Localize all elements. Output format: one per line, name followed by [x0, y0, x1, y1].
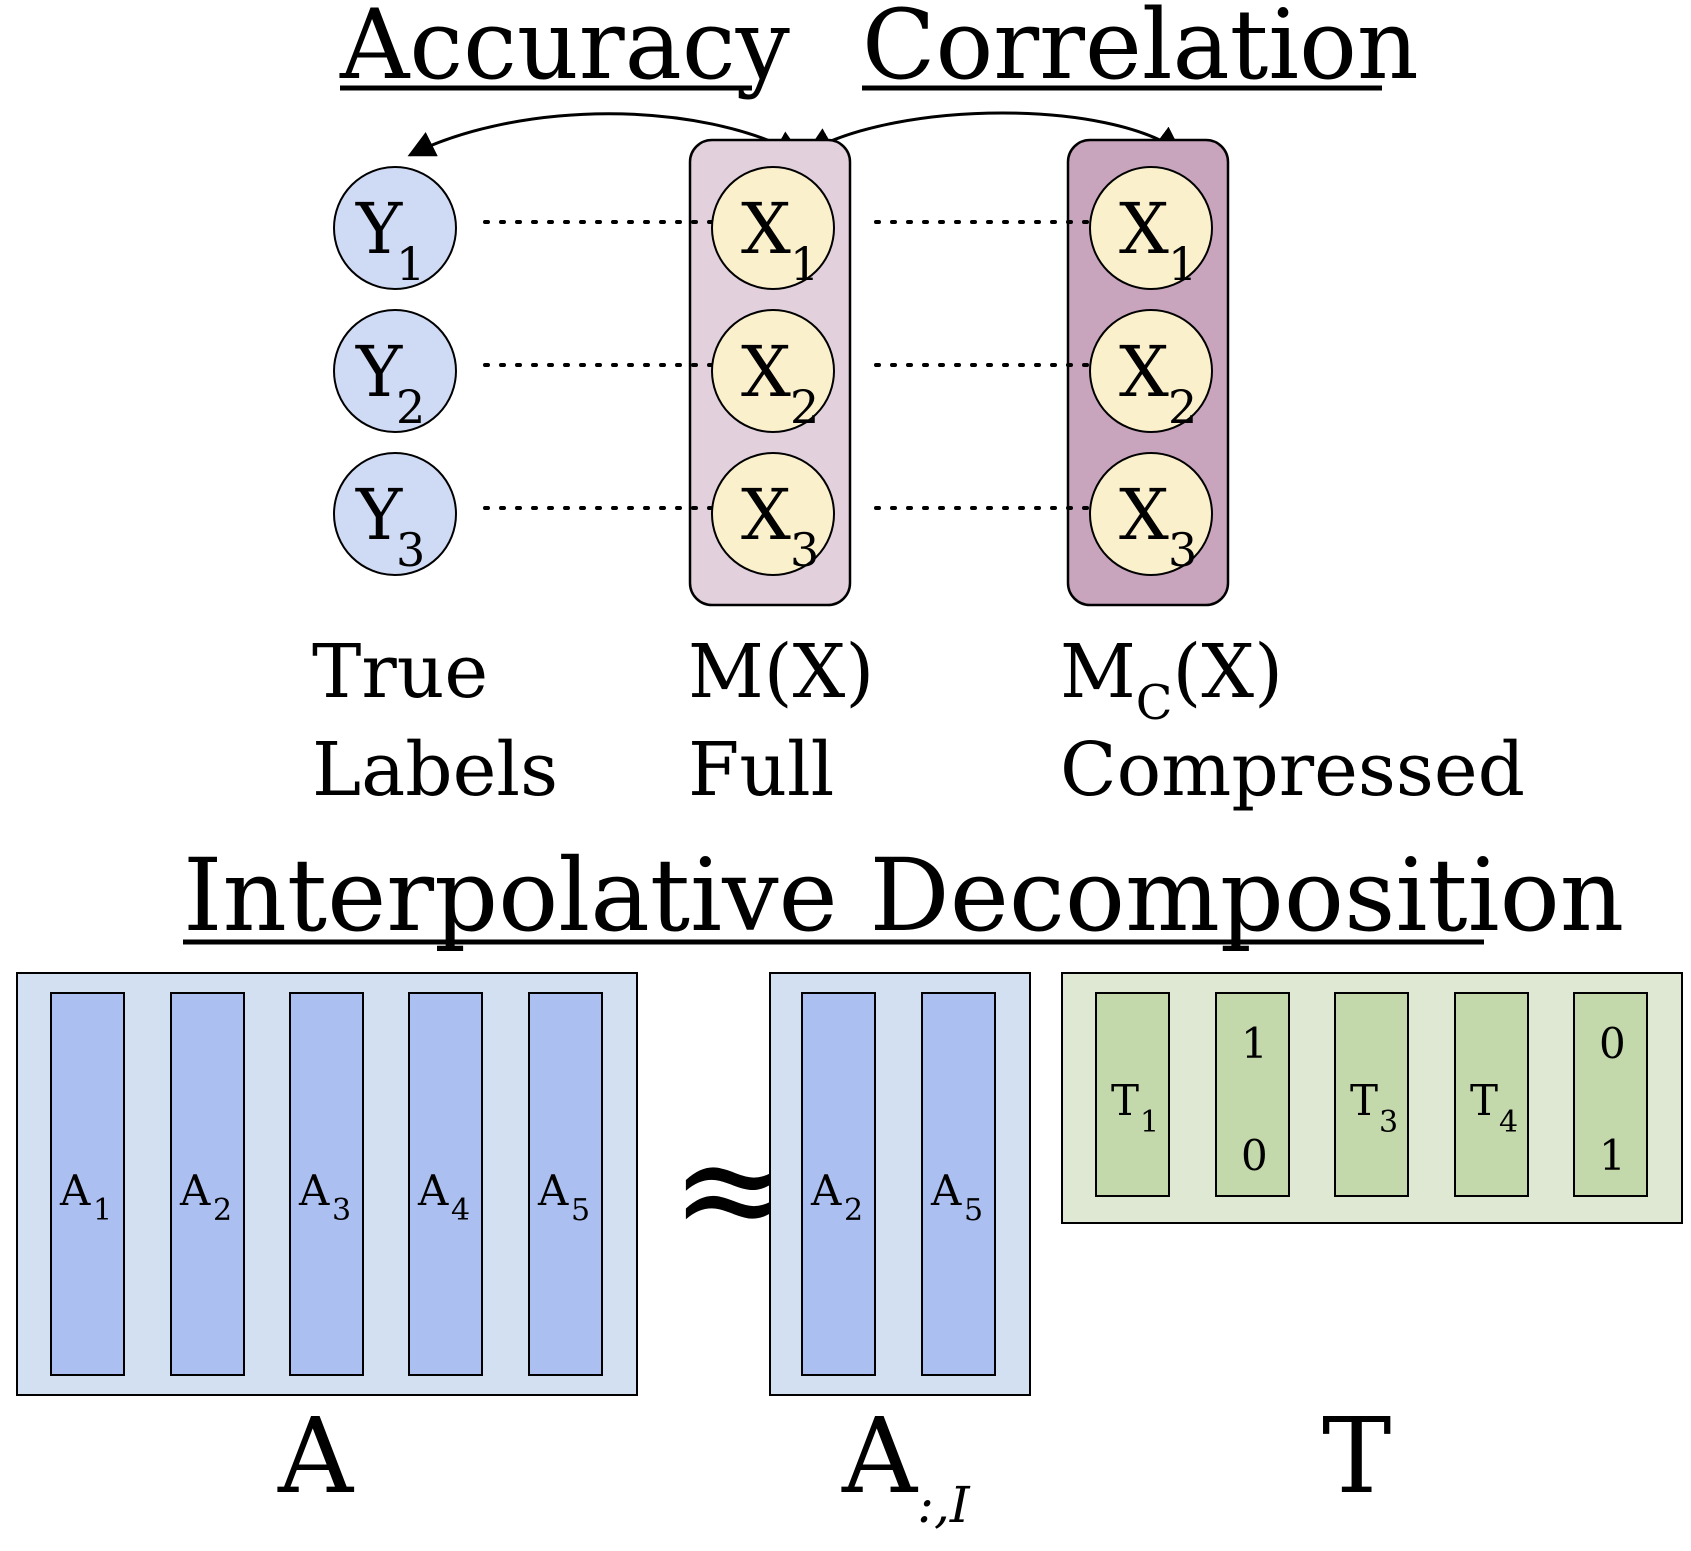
caption-true: True	[312, 629, 488, 715]
accuracy-arrow	[407, 112, 803, 157]
x-node-main: X	[741, 331, 791, 413]
matrix-a-subset-column: A 5	[921, 992, 996, 1376]
x-node-main: X	[1119, 331, 1169, 413]
y-node-main: Y	[355, 474, 403, 556]
y-node-main: Y	[355, 331, 403, 413]
x-node: X 2	[1089, 309, 1213, 434]
y-node: Y 3	[333, 452, 457, 577]
matrix-t-column-main: T	[1350, 1076, 1378, 1125]
matrix-a-subset-column-main: A	[810, 1166, 842, 1215]
x-node-sub: 2	[790, 380, 819, 434]
y-node-sub: 3	[396, 523, 425, 577]
matrix-t-identity-top: 1	[1241, 1019, 1268, 1068]
x-node: X 1	[711, 166, 835, 291]
y-node: Y 1	[333, 166, 457, 291]
x-node-main: X	[1119, 188, 1169, 270]
x-node: X 3	[711, 452, 835, 577]
matrix-a-column-main: A	[59, 1166, 91, 1215]
matrix-a-column: A 4	[408, 992, 483, 1376]
label-matrix-a-subset: A:,I	[841, 1395, 971, 1534]
label-matrix-a-subset-sub: :,I	[917, 1476, 971, 1534]
matrix-a-column: A 2	[170, 992, 245, 1376]
matrix-t-column: T 4	[1454, 992, 1529, 1197]
x-node-sub: 2	[1168, 380, 1197, 434]
y-node-sub: 2	[396, 380, 425, 434]
matrix-t-identity-bottom: 0	[1241, 1131, 1268, 1180]
matrix-t-column-main: T	[1470, 1076, 1498, 1125]
matrix-a-column-main: A	[417, 1166, 449, 1215]
x-node-main: X	[741, 474, 791, 556]
matrix-t-column-main: T	[1111, 1076, 1139, 1125]
caption-compressed: Compressed	[1060, 727, 1525, 813]
label-matrix-a-subset-main: A	[841, 1395, 919, 1517]
caption-compressed-rest: (X)	[1173, 629, 1283, 715]
caption-compressed-m: M	[1060, 629, 1136, 715]
caption-full-model: M(X)	[688, 629, 874, 715]
matrix-t-column: T 1	[1095, 992, 1170, 1197]
dotted-connectors	[483, 220, 1100, 510]
x-node: X 2	[711, 309, 835, 434]
caption-compressed-model: MC(X)	[1060, 629, 1283, 731]
x-node-sub: 3	[1168, 523, 1197, 577]
caption-compressed-sub: C	[1136, 675, 1173, 731]
matrix-a-column-sub: 3	[332, 1193, 351, 1228]
matrix-a-column-sub: 2	[213, 1193, 232, 1228]
matrix-t-column: T 3	[1334, 992, 1409, 1197]
x-node-main: X	[1119, 474, 1169, 556]
x-node-sub: 1	[1168, 237, 1197, 291]
x-node: X 1	[1089, 166, 1213, 291]
y-node: Y 2	[333, 309, 457, 434]
matrix-a-column: A 5	[528, 992, 603, 1376]
matrix-a-column-sub: 4	[451, 1193, 470, 1228]
title-accuracy: Accuracy	[339, 0, 790, 101]
matrix-t-identity-column: 1 0	[1215, 992, 1290, 1197]
x-node: X 3	[1089, 452, 1213, 577]
matrix-a-subset-column: A 2	[801, 992, 876, 1376]
matrix-a-subset: A 2 A 5	[769, 972, 1031, 1396]
x-node-main: X	[741, 188, 791, 270]
matrix-t-identity-column: 0 1	[1573, 992, 1648, 1197]
matrix-a-column-sub: 1	[93, 1193, 112, 1228]
matrix-t-identity-top: 0	[1599, 1019, 1626, 1068]
matrix-a-column-main: A	[537, 1166, 569, 1215]
matrix-t-column-sub: 4	[1499, 1105, 1518, 1140]
x-node-sub: 1	[790, 237, 819, 291]
title-decomposition: Interpolative Decomposition	[183, 837, 1624, 954]
matrix-a-column: A 3	[289, 992, 364, 1376]
matrix-t-identity-bottom: 1	[1599, 1131, 1626, 1180]
matrix-a-subset-column-sub: 5	[964, 1193, 983, 1228]
label-matrix-t: T	[1322, 1395, 1391, 1517]
compressed-model-nodes: X 1 X 2 X 3	[1089, 166, 1213, 577]
matrix-a-subset-column-sub: 2	[844, 1193, 863, 1228]
matrix-a-column: A 1	[50, 992, 125, 1376]
label-matrix-a: A	[277, 1395, 355, 1517]
matrix-a: A 1 A 2 A 3 A 4 A 5	[16, 972, 638, 1396]
matrix-t: T 1 1 0 T 3 T 4 0 1	[1061, 972, 1683, 1224]
true-label-nodes: Y 1 Y 2 Y 3	[333, 166, 457, 577]
title-correlation: Correlation	[862, 0, 1419, 101]
full-model-nodes: X 1 X 2 X 3	[711, 166, 835, 577]
matrix-a-subset-column-main: A	[930, 1166, 962, 1215]
correlation-arrow	[805, 111, 1183, 154]
y-node-sub: 1	[396, 237, 425, 291]
y-node-main: Y	[355, 188, 403, 270]
caption-labels: Labels	[312, 727, 558, 813]
matrix-a-column-main: A	[298, 1166, 330, 1215]
matrix-t-column-sub: 3	[1379, 1105, 1398, 1140]
matrix-a-column-sub: 5	[571, 1193, 590, 1228]
caption-full: Full	[688, 727, 834, 813]
matrix-t-column-sub: 1	[1140, 1105, 1159, 1140]
x-node-sub: 3	[790, 523, 819, 577]
matrix-a-column-main: A	[179, 1166, 211, 1215]
